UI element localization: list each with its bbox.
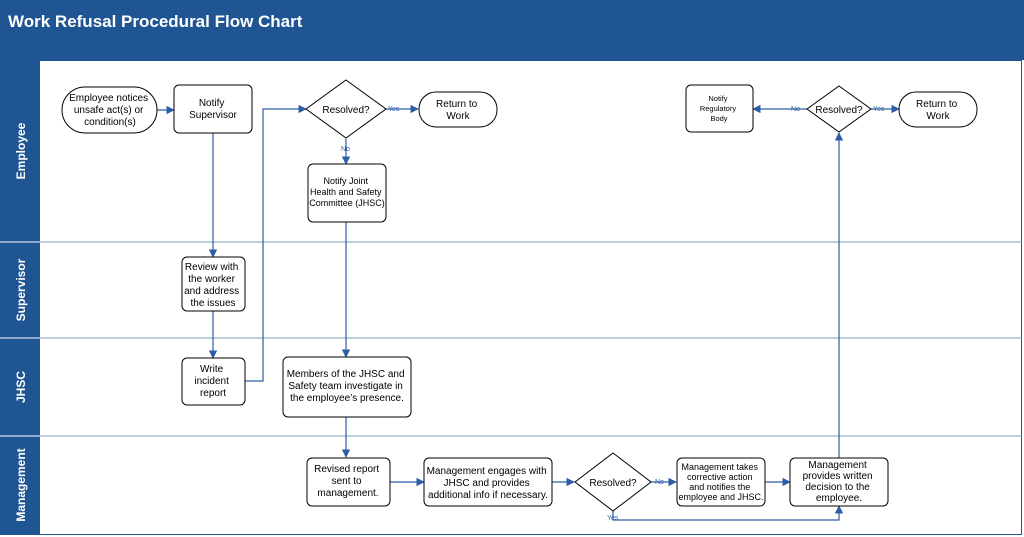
node-employee-notices xyxy=(61,86,158,134)
node-jhsc-investigate xyxy=(282,356,412,418)
lane-band xyxy=(0,60,40,535)
lane-label-supervisor: Supervisor xyxy=(14,258,28,321)
text-corrective-action: Management takes corrective action and n… xyxy=(678,462,763,502)
chart-title: Work Refusal Procedural Flow Chart xyxy=(8,12,303,31)
node-management-engages xyxy=(423,457,553,507)
text-employee-notices: Employee notices unsafe act(s) or condit… xyxy=(69,93,151,128)
text-resolved-3: Resolved? xyxy=(815,105,863,116)
text-notify-jhsc: Notify Joint Health and Safety Committee… xyxy=(309,176,385,208)
node-resolved-1 xyxy=(305,79,387,139)
node-notify-regulatory xyxy=(685,84,754,133)
node-return-to-work-1 xyxy=(418,91,498,128)
header-strip xyxy=(0,42,1024,60)
text-notify-regulatory: Notify Regulatory Body xyxy=(700,94,738,123)
connectors xyxy=(157,104,900,521)
text-written-decision: Management provides written decision to … xyxy=(803,460,876,504)
lane-label-employee: Employee xyxy=(14,122,28,179)
node-write-incident xyxy=(181,357,246,406)
text-management-engages: Management engages with JHSC and provide… xyxy=(427,466,550,501)
arrow-resolved-yes-decision xyxy=(612,505,844,521)
node-revised-report xyxy=(306,457,391,507)
header-bar xyxy=(0,0,1024,42)
lane-label-jhsc: JHSC xyxy=(14,371,28,403)
node-resolved-2 xyxy=(574,452,652,512)
label-yes-2: Yes xyxy=(607,515,619,522)
label-yes-1: Yes xyxy=(388,106,400,113)
text-resolved-1: Resolved? xyxy=(322,105,370,116)
text-resolved-2: Resolved? xyxy=(589,478,637,489)
lane-label-management: Management xyxy=(14,448,28,521)
node-written-decision xyxy=(789,457,889,507)
label-yes-3: Yes xyxy=(873,106,885,113)
node-notify-supervisor xyxy=(173,84,253,134)
node-corrective-action xyxy=(676,457,766,507)
node-notify-jhsc xyxy=(307,163,387,223)
node-review-with-worker xyxy=(181,256,246,312)
text-revised-report: Revised report sent to management. xyxy=(314,464,382,499)
node-return-to-work-2 xyxy=(898,91,978,128)
text-notify-supervisor: Notify Supervisor xyxy=(189,98,237,121)
text-review-with-worker: Review with the worker and address the i… xyxy=(184,262,242,309)
label-no-3: No xyxy=(791,106,800,113)
label-no-2: No xyxy=(655,479,664,486)
text-write-incident: Write incident report xyxy=(194,364,231,399)
text-return-to-work-2: Return to Work xyxy=(916,99,960,122)
text-jhsc-investigate: Members of the JHSC and Safety team inve… xyxy=(287,369,408,404)
label-no-1: No xyxy=(341,146,350,153)
arrow-write-to-resolved xyxy=(245,104,307,382)
node-resolved-3 xyxy=(806,85,872,133)
text-return-to-work-1: Return to Work xyxy=(436,99,480,122)
